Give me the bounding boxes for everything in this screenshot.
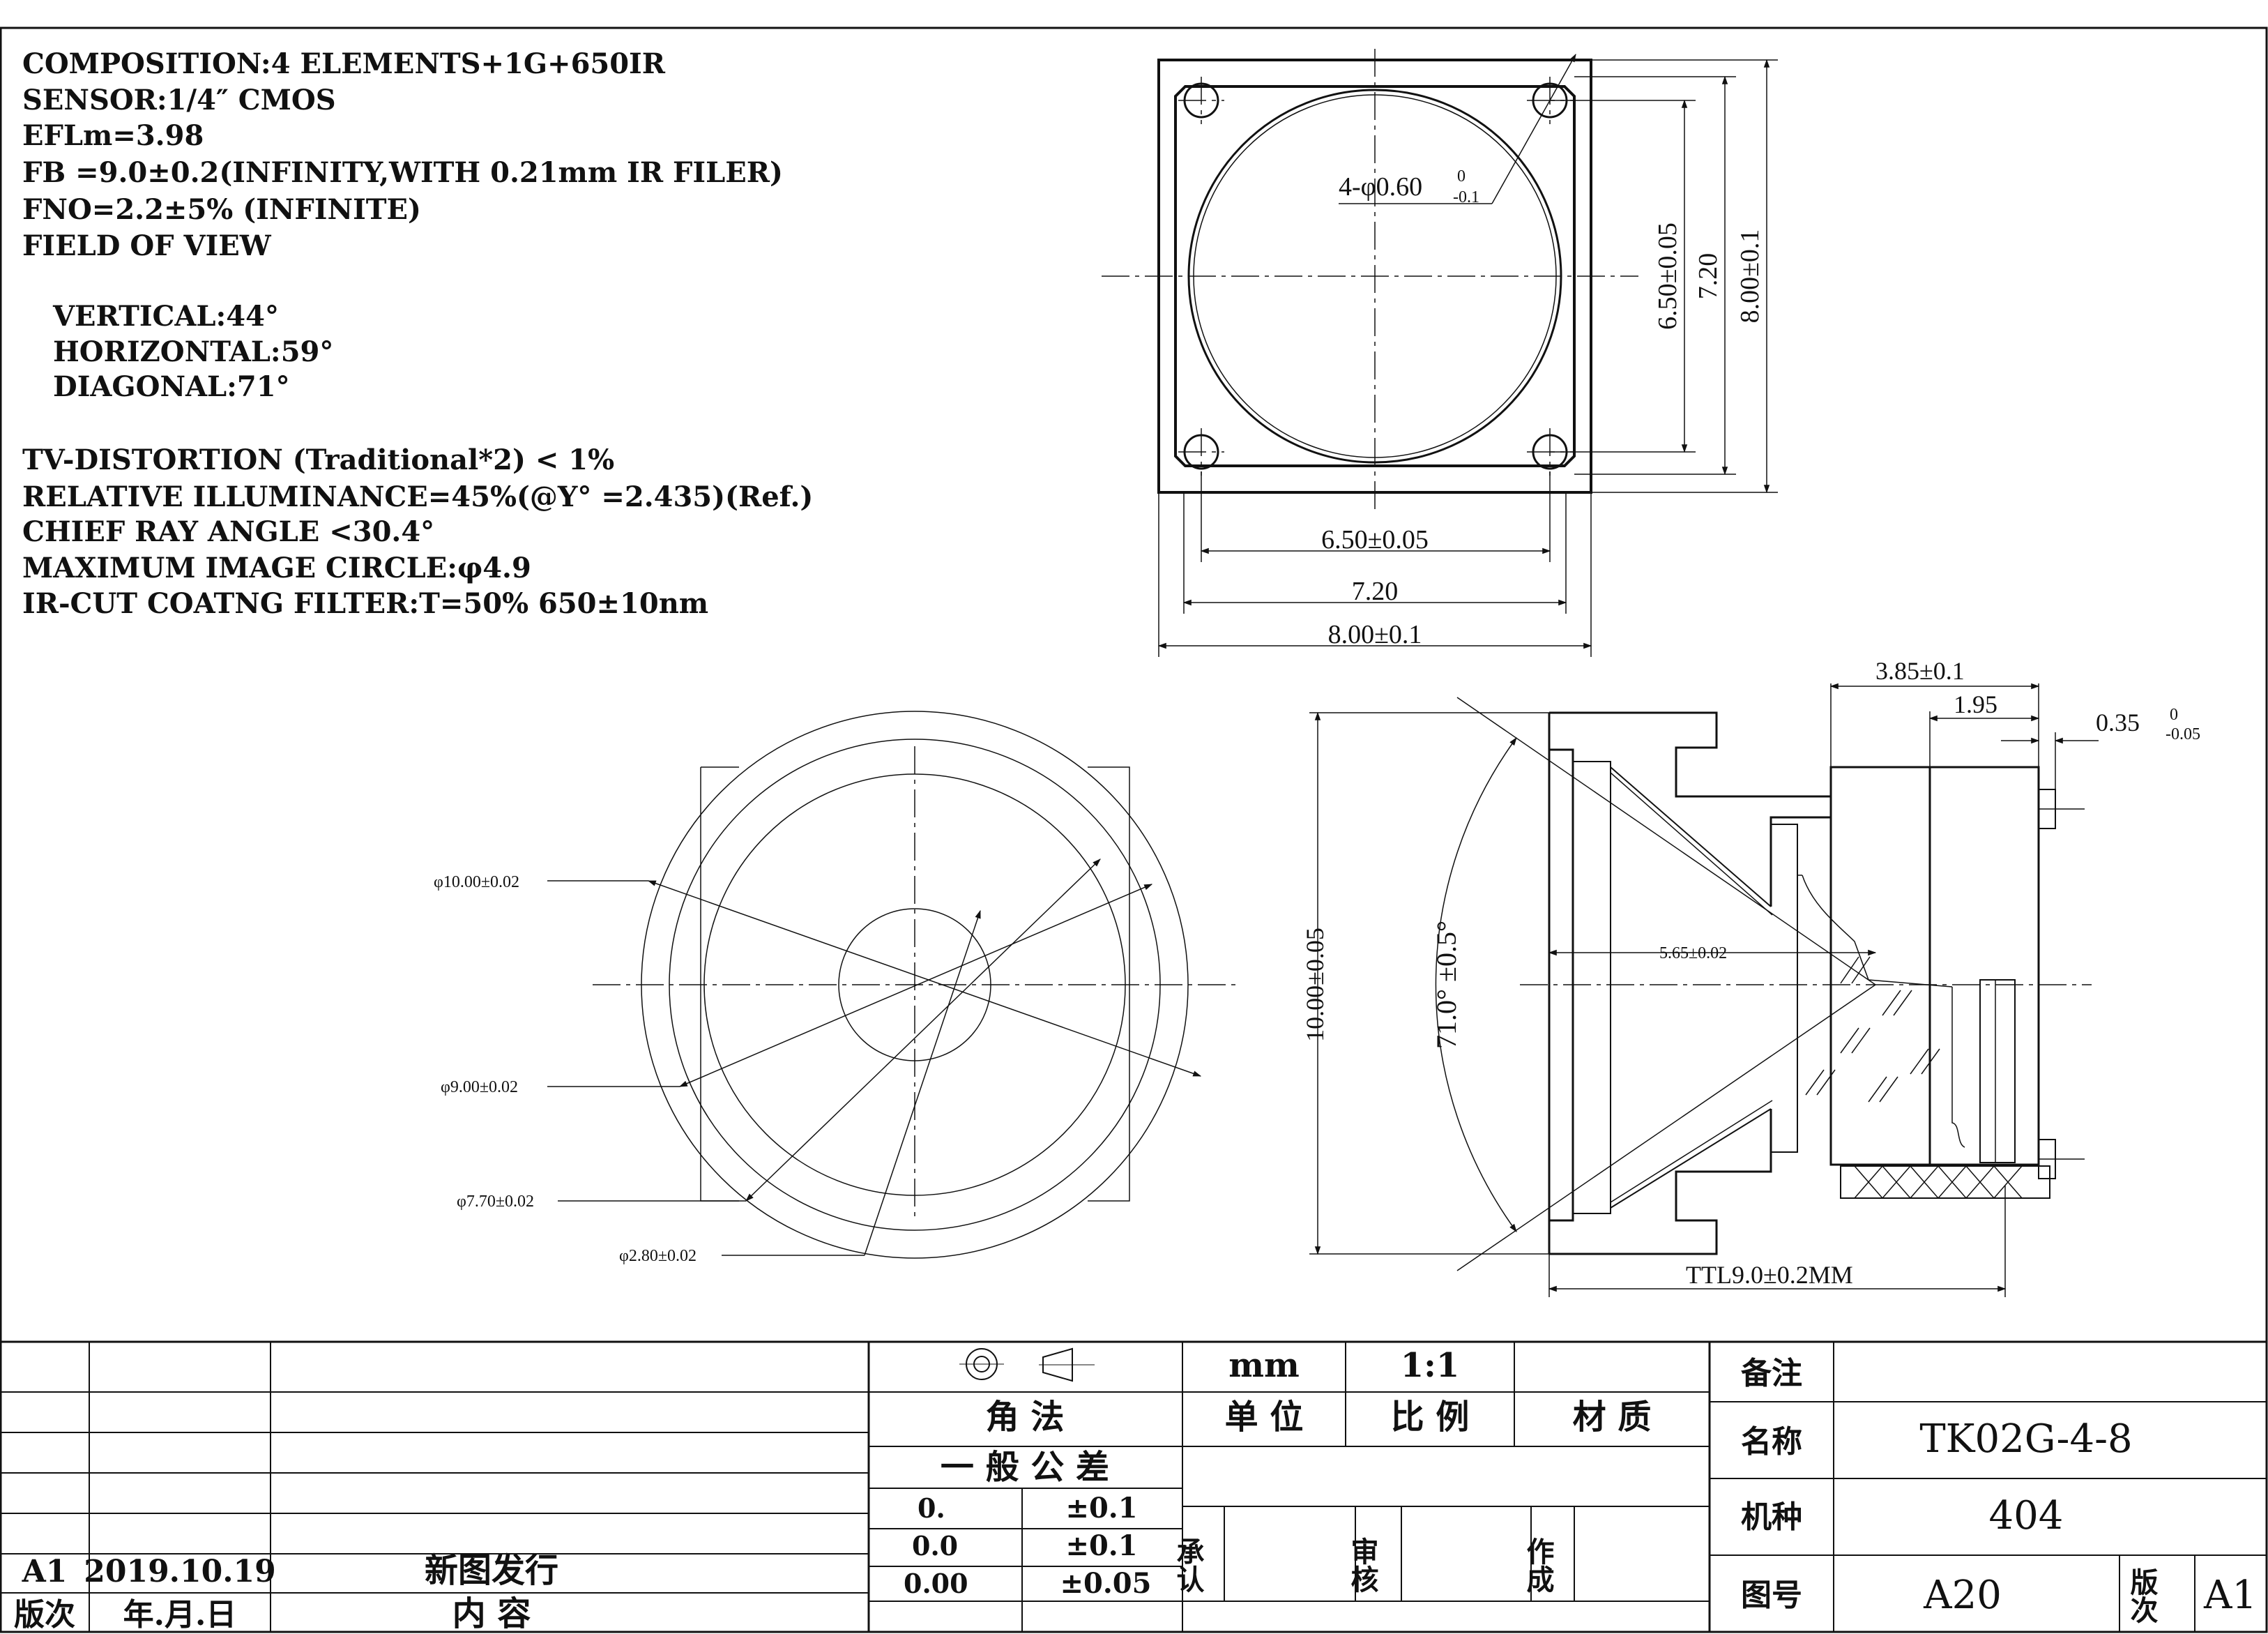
front-view (547, 711, 1241, 1259)
sheet-border (0, 27, 2268, 1633)
scale-value: 1:1 (1401, 1346, 1460, 1385)
dim-5-65: 5.65±0.02 (1659, 944, 1727, 962)
unit-value: mm (1228, 1346, 1300, 1385)
spec-fb: FB =9.0±0.2(INFINITY,WITH 0.21mm IR FILE… (22, 156, 783, 189)
dim-1-95: 1.95 (1954, 690, 1997, 718)
scale-label: 比 例 (1391, 1398, 1470, 1437)
hole-tol-lower: -0.1 (1453, 188, 1479, 206)
name-label: 名称 (1741, 1424, 1802, 1460)
review-label: 审核 (1346, 1537, 1379, 1593)
dim-outer-horizontal: 8.00±0.1 (1328, 620, 1422, 649)
tol-value-3: ±0.05 (1060, 1567, 1152, 1600)
general-tolerance-label: 一 般 公 差 (941, 1448, 1109, 1487)
diameter-7-7: φ7.70±0.02 (457, 1193, 534, 1211)
dim-inner-horizontal: 6.50±0.05 (1321, 525, 1429, 554)
spec-ir-cut: IR-CUT COATNG FILTER:T=50% 650±10nm (22, 587, 709, 620)
spec-composition: COMPOSITION:4 ELEMENTS+1G+650IR (22, 47, 666, 80)
spec-fov-vertical: VERTICAL:44° (53, 300, 279, 333)
tol-value-2: ±0.1 (1065, 1529, 1137, 1562)
revision-content: 新图发行 (425, 1551, 558, 1590)
diameter-2-8: φ2.80±0.02 (619, 1247, 697, 1265)
dim-0-35: 0.35 (2096, 709, 2140, 736)
revision-code: A1 (22, 1554, 68, 1589)
header-date: 年.月.日 (123, 1597, 237, 1633)
dim-mid-horizontal: 7.20 (1352, 577, 1399, 606)
approve-label: 承认 (1172, 1537, 1205, 1593)
author-label: 作成 (1522, 1537, 1555, 1593)
dim-0-35-tol-lower: -0.05 (2166, 725, 2200, 743)
spec-field-of-view: FIELD OF VIEW (22, 229, 271, 262)
material-label: 材 质 (1573, 1398, 1652, 1437)
dim-outer-vertical: 8.00±0.1 (1735, 229, 1765, 324)
version-label: 版次 (2126, 1568, 2159, 1624)
tol-value-1: ±0.1 (1065, 1492, 1137, 1525)
header-revision: 版次 (14, 1597, 75, 1633)
tol-precision-2: 0.0 (912, 1530, 958, 1561)
dim-height-10: 10.00±0.05 (1301, 928, 1329, 1042)
spec-fov-diagonal: DIAGONAL:71° (53, 370, 290, 403)
spec-sensor: SENSOR:1/4″ CMOS (22, 84, 336, 116)
version-value: A1 (2203, 1573, 2257, 1618)
model-label: 机种 (1741, 1499, 1802, 1535)
spec-max-image-circle: MAXIMUM IMAGE CIRCLE:φ4.9 (22, 552, 531, 584)
dim-mid-vertical: 7.20 (1694, 253, 1723, 300)
unit-label: 单 位 (1225, 1398, 1304, 1437)
spec-fno: FNO=2.2±5% (INFINITE) (22, 193, 421, 226)
projection-cone-icon (1042, 1347, 1073, 1382)
angle-method-label: 角 法 (986, 1398, 1065, 1437)
dim-ttl: TTL9.0±0.2MM (1686, 1261, 1853, 1289)
dim-inner-vertical: 6.50±0.05 (1653, 222, 1682, 330)
top-view-inner-frame (1174, 85, 1576, 467)
top-view (1102, 49, 1778, 657)
model-value: 404 (1989, 1493, 2064, 1538)
hole-callout-label: 4-φ0.60 (1339, 172, 1422, 202)
spec-chief-ray-angle: CHIEF RAY ANGLE <30.4° (22, 515, 435, 548)
revision-date: 2019.10.19 (84, 1554, 276, 1589)
spec-relative-illuminance: RELATIVE ILLUMINANCE=45%(@Y° =2.435)(Ref… (22, 481, 814, 513)
title-block-text: A1 2019.10.19 新图发行 版次 年.月.日 内 容 mm 1:1 角… (14, 1346, 2257, 1633)
hole-tol-upper: 0 (1457, 167, 1466, 186)
side-view (1309, 683, 2099, 1297)
tol-precision-3: 0.00 (904, 1568, 968, 1599)
spec-tv-distortion: TV-DISTORTION (Traditional*2) < 1% (22, 444, 615, 476)
diameter-9: φ9.00±0.02 (441, 1078, 518, 1096)
dim-3-85: 3.85±0.1 (1875, 657, 1965, 685)
drawing-number-label: 图号 (1741, 1578, 1802, 1613)
header-content: 内 容 (452, 1594, 531, 1633)
title-block (1, 1340, 2267, 1632)
dim-0-35-tol-upper: 0 (2170, 706, 2178, 724)
tol-precision-1: 0. (918, 1492, 945, 1524)
name-value: TK02G-4-8 (1919, 1416, 2132, 1462)
spec-efl: EFLm=3.98 (22, 119, 204, 152)
fov-angle-label: 71.0° ±0.5° (1431, 921, 1462, 1049)
remark-label: 备注 (1741, 1356, 1802, 1391)
drawing-number-value: A20 (1923, 1573, 2002, 1618)
spec-fov-horizontal: HORIZONTAL:59° (53, 335, 334, 368)
diameter-10: φ10.00±0.02 (434, 873, 519, 891)
